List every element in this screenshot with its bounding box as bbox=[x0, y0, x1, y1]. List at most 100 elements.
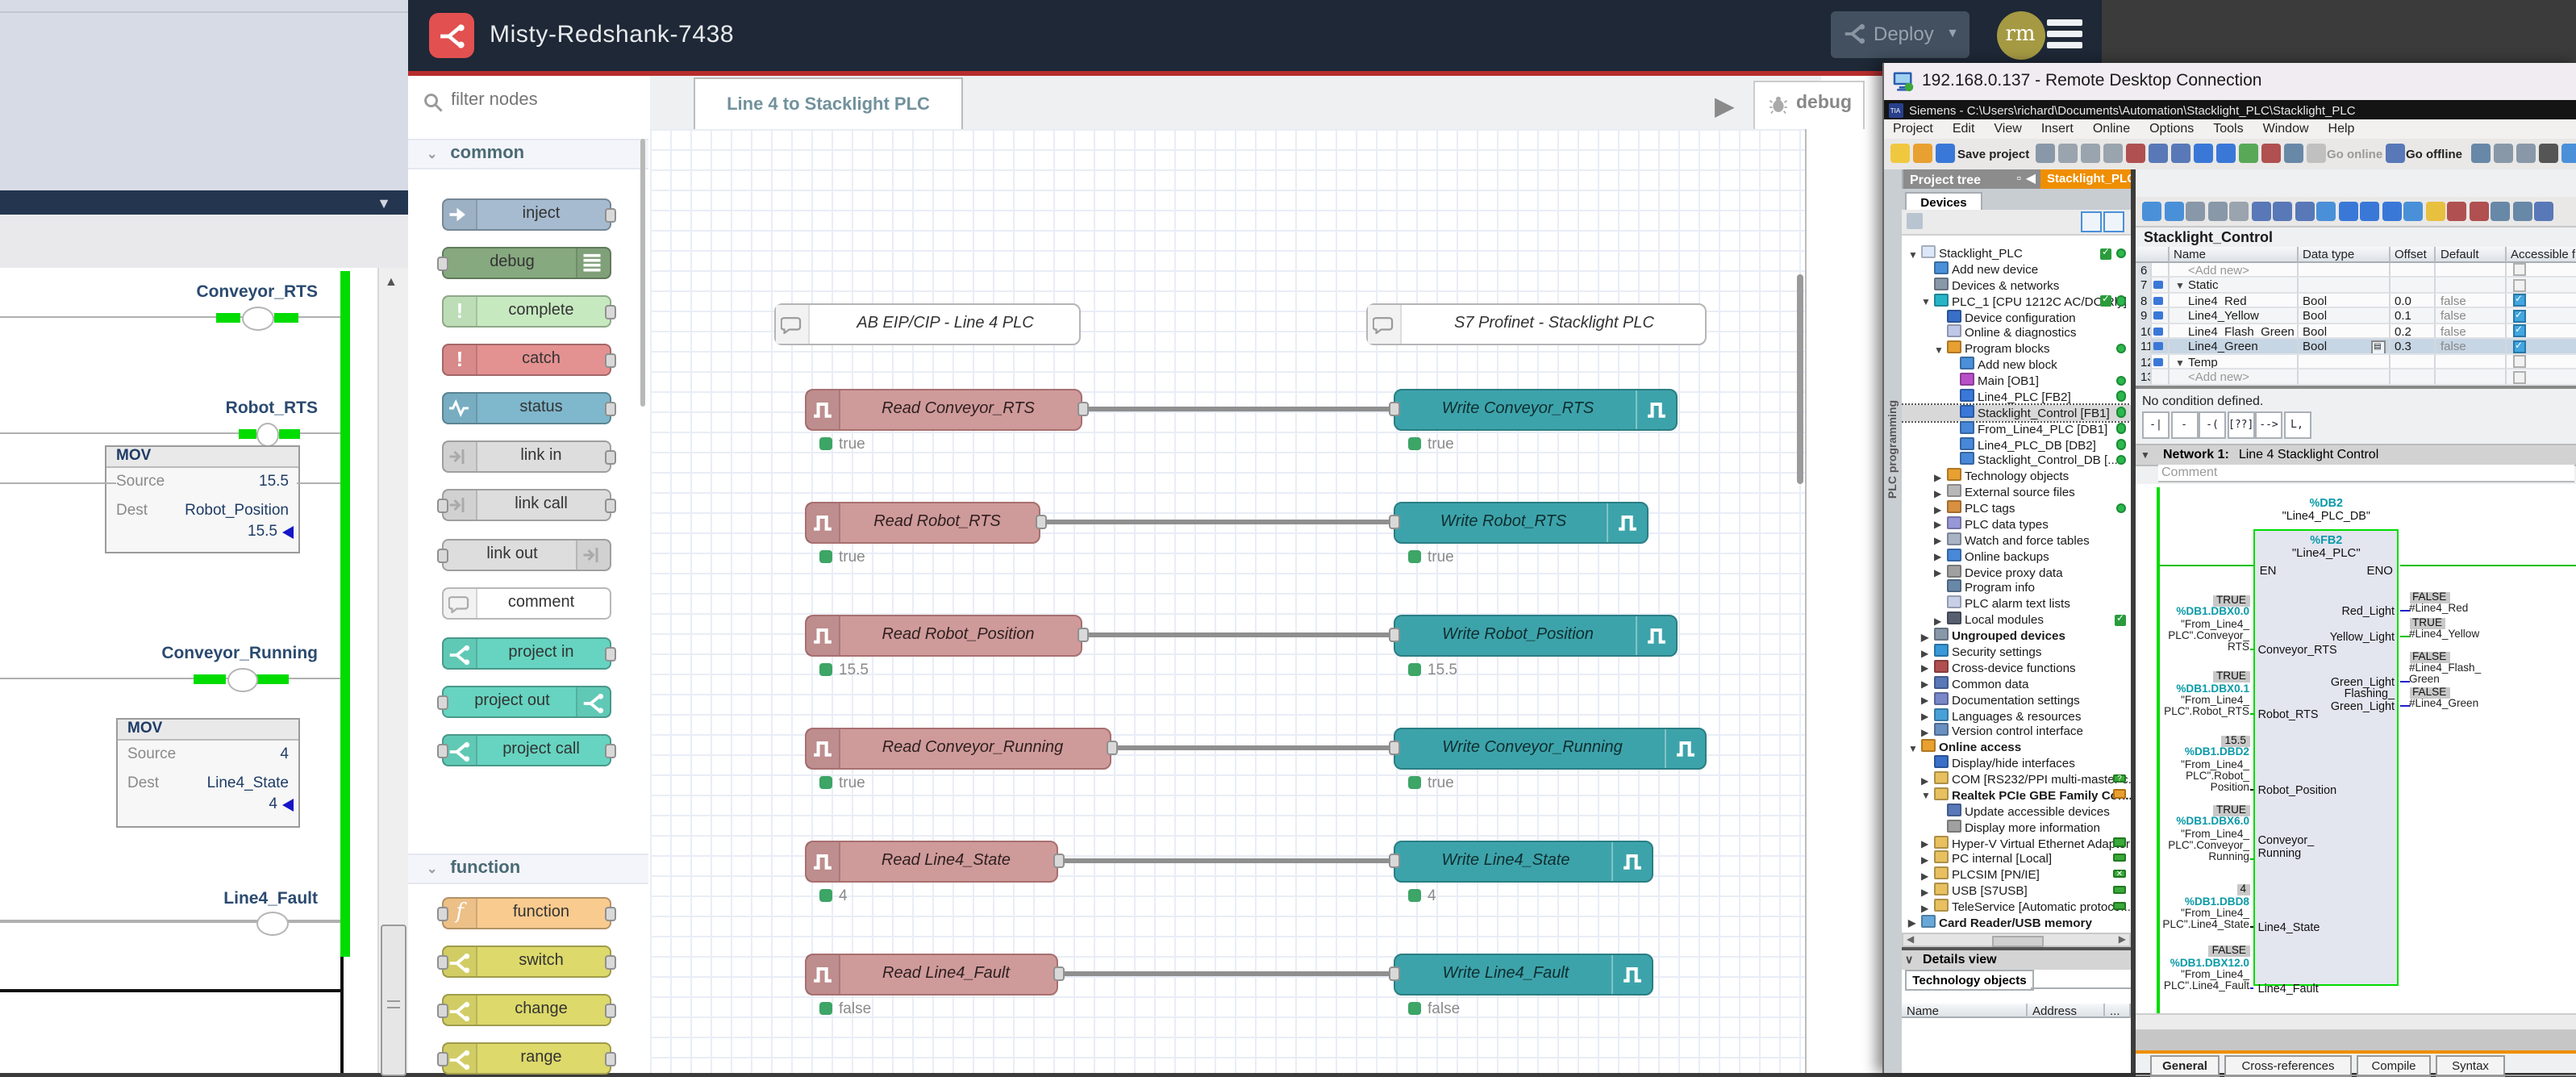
snapshot-icon[interactable] bbox=[2251, 202, 2270, 221]
checkbox-unchecked[interactable] bbox=[2512, 263, 2525, 276]
twistie-icon[interactable]: ▼ bbox=[1908, 249, 1921, 261]
palette-node-status[interactable]: status bbox=[442, 391, 611, 424]
menu-help[interactable]: Help bbox=[2319, 119, 2365, 138]
tree-item-hyper-v-virtual-ethernet-adapt[interactable]: ▶Hyper-V Virtual Ethernet Adapter bbox=[1902, 835, 2131, 851]
details-view-header[interactable]: ∨Details view bbox=[1902, 947, 2131, 970]
tree-item-com-rs232-ppi-multi-master-c-[interactable]: ▶COM [RS232/PPI multi-master c...? bbox=[1902, 771, 2131, 787]
cut-icon[interactable] bbox=[2057, 144, 2077, 163]
tree-item-cross-device-functions[interactable]: ▶Cross-device functions bbox=[1902, 660, 2131, 676]
tree-item-online-diagnostics[interactable]: Online & diagnostics bbox=[1902, 325, 2131, 341]
col-header-default-value[interactable]: Default value bbox=[2436, 247, 2506, 262]
tab-debug[interactable]: debug bbox=[1753, 81, 1864, 132]
node-input-port[interactable] bbox=[437, 549, 448, 563]
undo-icon[interactable] bbox=[2148, 144, 2167, 163]
coil-symbol[interactable] bbox=[227, 668, 257, 692]
upload-icon[interactable] bbox=[2215, 144, 2235, 163]
print-icon[interactable] bbox=[2035, 144, 2054, 163]
node-output-port[interactable] bbox=[605, 907, 616, 921]
load-snap-icon[interactable] bbox=[2295, 202, 2314, 221]
node-output-port[interactable] bbox=[1106, 740, 1117, 754]
stop-icon[interactable] bbox=[2261, 144, 2280, 163]
col-header-name[interactable]: Name bbox=[2169, 247, 2298, 262]
win-split-icon[interactable] bbox=[2493, 144, 2512, 163]
node-output-port[interactable] bbox=[605, 1052, 616, 1067]
tree-item-stacklight-control-db-[interactable]: Stacklight_Control_DB [... bbox=[1902, 453, 2131, 469]
checkbox-checked[interactable]: ✓ bbox=[2512, 324, 2525, 337]
read-node-Read-Conveyor_RTS[interactable]: Read Conveyor_RTS bbox=[805, 388, 1082, 430]
add-row-below-icon[interactable] bbox=[2164, 202, 2183, 221]
tab-devices[interactable]: Devices bbox=[1905, 191, 1982, 211]
avatar[interactable]: rm bbox=[1996, 10, 2045, 59]
sync1-icon[interactable] bbox=[2491, 202, 2510, 221]
read-node-Read-Robot_RTS[interactable]: Read Robot_RTS bbox=[805, 501, 1040, 543]
node-input-port[interactable] bbox=[437, 907, 448, 921]
open-icon[interactable] bbox=[1912, 144, 1932, 163]
table-row[interactable]: 10Line4_Flash_GreenBool0.2false✓ bbox=[2136, 324, 2576, 339]
twistie-icon[interactable]: ▶ bbox=[1921, 695, 1934, 708]
delete-icon[interactable] bbox=[2125, 144, 2145, 163]
tags-icon[interactable] bbox=[2382, 202, 2401, 221]
stop1-icon[interactable] bbox=[2447, 202, 2466, 221]
cell-name[interactable]: Line4_Green bbox=[2169, 339, 2298, 354]
palette-node-catch[interactable]: !catch bbox=[442, 343, 611, 375]
twistie-icon[interactable]: ▶ bbox=[1908, 919, 1921, 931]
tree-item-local-modules[interactable]: ▶Local modules✓ bbox=[1902, 612, 2131, 628]
menu-project[interactable]: Project bbox=[1883, 119, 1943, 138]
palette-section-header-function[interactable]: ⌄function bbox=[407, 853, 648, 883]
tree-item-display-more-information[interactable]: Display more information bbox=[1902, 819, 2131, 835]
lad-symbol-button[interactable]: -( )- bbox=[2199, 411, 2226, 439]
node-output-port[interactable] bbox=[1077, 401, 1088, 415]
monitor-all-icon[interactable] bbox=[2403, 202, 2423, 221]
new-icon[interactable] bbox=[1890, 144, 1909, 163]
lad-canvas[interactable]: %DB2"Line4_PLC_DB"%FB2"Line4_PLC"ENENOCo… bbox=[2136, 484, 2576, 1013]
read-node-Read-Robot_Position[interactable]: Read Robot_Position bbox=[805, 614, 1082, 656]
ladder-collapsed-header[interactable]: ▼ bbox=[0, 190, 407, 214]
cell-name[interactable]: <Add new> bbox=[2169, 369, 2298, 385]
node-input-port[interactable] bbox=[437, 955, 448, 970]
cell-datatype[interactable] bbox=[2298, 262, 2390, 278]
node-input-port[interactable] bbox=[1388, 740, 1399, 754]
tree-item-external-source-files[interactable]: ▶External source files bbox=[1902, 484, 2131, 500]
twistie-icon[interactable]: ▶ bbox=[1921, 728, 1934, 740]
tree-item-from-line4-plc-db1-[interactable]: From_Line4_PLC [DB1] bbox=[1902, 420, 2131, 436]
lad-symbol-button[interactable]: -|/|- bbox=[2170, 411, 2198, 439]
tree-item-update-accessible-devices[interactable]: Update accessible devices bbox=[1902, 804, 2131, 820]
cell-datatype[interactable]: Bool bbox=[2298, 324, 2390, 339]
twistie-icon[interactable]: ▶ bbox=[1921, 839, 1934, 851]
read-node-Read-Line4_State[interactable]: Read Line4_State bbox=[805, 840, 1058, 882]
twistie-icon[interactable]: ▼ bbox=[1934, 345, 1947, 357]
node-output-port[interactable] bbox=[605, 449, 616, 464]
twistie-icon[interactable]: ▶ bbox=[1921, 664, 1934, 676]
cell-name[interactable]: ▼Static bbox=[2169, 278, 2298, 293]
mov-instruction-block[interactable]: MOVSource15.5DestRobot_Position15.5 bbox=[105, 445, 300, 553]
comment-node[interactable]: AB EIP/CIP - Line 4 PLC bbox=[774, 303, 1081, 344]
ladder-canvas[interactable]: Conveyor_RTSRobot_RTSMOVSource15.5DestRo… bbox=[0, 268, 377, 1073]
twistie-icon[interactable]: ▶ bbox=[1921, 775, 1934, 787]
twistie-icon[interactable]: ▼ bbox=[2175, 357, 2188, 369]
checkbox-unchecked[interactable] bbox=[2512, 278, 2525, 291]
palette-section-header-common[interactable]: ⌄common bbox=[407, 138, 648, 169]
coil-symbol[interactable] bbox=[256, 911, 289, 935]
scroll-up-icon[interactable]: ▲ bbox=[385, 274, 398, 289]
read-node-Read-Line4_Fault[interactable]: Read Line4_Fault bbox=[805, 953, 1058, 995]
menu-insert[interactable]: Insert bbox=[2032, 119, 2083, 138]
win-float-icon[interactable] bbox=[2516, 144, 2535, 163]
table-row[interactable]: 13<Add new> bbox=[2136, 369, 2576, 385]
cell-datatype[interactable]: Bool▤ bbox=[2298, 339, 2390, 354]
tree-item-security-settings[interactable]: ▶Security settings bbox=[1902, 644, 2131, 660]
node-output-port[interactable] bbox=[1052, 966, 1064, 980]
tree-item-usb-s7usb-[interactable]: ▶USB [S7USB] bbox=[1902, 883, 2131, 899]
twistie-icon[interactable]: ▶ bbox=[1934, 568, 1947, 580]
node-output-port[interactable] bbox=[605, 498, 616, 512]
write-node-Write-Line4_Fault[interactable]: Write Line4_Fault bbox=[1394, 953, 1653, 995]
palette-node-link-call[interactable]: link call bbox=[442, 488, 611, 520]
node-output-port[interactable] bbox=[605, 304, 616, 319]
collapse-panel-icon[interactable]: ◀ bbox=[2026, 171, 2036, 186]
tree-item-line4-plc-fb2-[interactable]: Line4_PLC [FB2] bbox=[1902, 389, 2131, 405]
tree-view-icon[interactable] bbox=[2081, 211, 2102, 232]
node-output-port[interactable] bbox=[605, 744, 616, 758]
menu-options[interactable]: Options bbox=[2140, 119, 2203, 138]
checkbox-checked[interactable]: ✓ bbox=[2512, 294, 2525, 307]
tree-item-common-data[interactable]: ▶Common data bbox=[1902, 676, 2131, 692]
node-input-port[interactable] bbox=[437, 744, 448, 758]
